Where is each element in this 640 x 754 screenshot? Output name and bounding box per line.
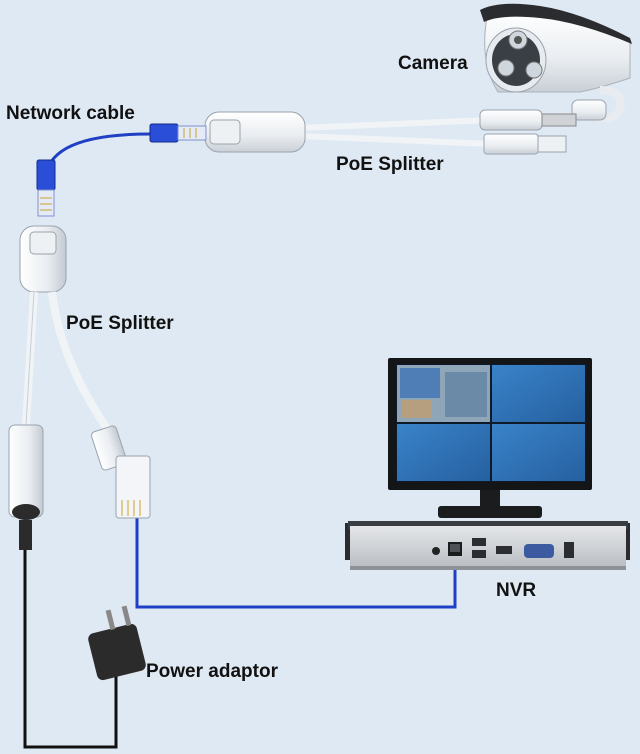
camera-icon xyxy=(480,3,632,123)
rj45-connector-top-icon xyxy=(149,123,207,143)
nvr-label: NVR xyxy=(496,580,537,601)
power-cable xyxy=(23,548,118,749)
power-adaptor-icon xyxy=(88,605,146,681)
camera-label: Camera xyxy=(398,53,468,74)
monitor-icon xyxy=(388,358,592,518)
poe-splitter-left-icon xyxy=(8,225,151,550)
poe-splitter-top-icon xyxy=(204,109,577,155)
nvr-icon xyxy=(345,521,630,570)
network-cable xyxy=(44,132,151,181)
network-cable-label: Network cable xyxy=(6,103,135,124)
poe-splitter-left-label: PoE Splitter xyxy=(66,313,174,334)
nvr-network-cable xyxy=(135,515,457,609)
poe-splitter-top-label: PoE Splitter xyxy=(336,154,444,175)
power-adaptor-label: Power adaptor xyxy=(146,661,278,682)
rj45-connector-left-icon xyxy=(36,159,56,217)
